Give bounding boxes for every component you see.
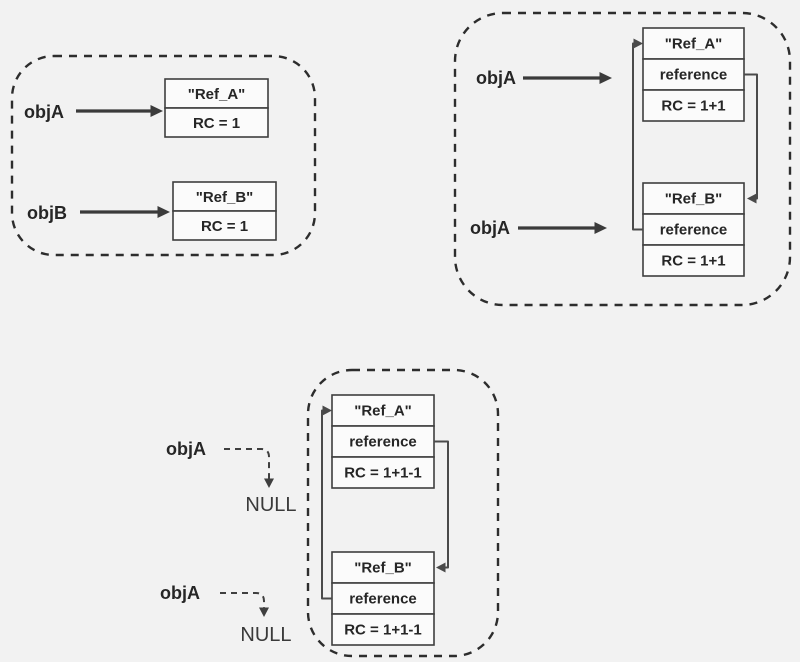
object-label: objA [476,68,516,88]
ref-box-title: "Ref_B" [354,560,412,577]
ref-box-title: "Ref_A" [188,86,246,103]
reference-label: reference [349,591,417,608]
panel-dashed-outline [453,11,792,307]
ref-box: "Ref_B" reference RC = 1+1-1 [331,551,435,646]
rc-cell [172,210,277,241]
null-label: NULL [240,624,291,646]
object-label: objA [470,218,510,238]
panel-circular-references: objA "Ref_A" reference RC = 1+1 objA "Re… [453,11,792,307]
object-label: objB [27,203,67,223]
rc-cell [164,107,269,138]
reference-label: reference [349,434,417,451]
ref-box-title: "Ref_B" [196,189,254,206]
rc-cell [331,613,435,646]
null-pointer-arrow [220,592,269,617]
object-label: objA [166,439,206,459]
ref-box-title: "Ref_B" [665,191,723,208]
ref-box-title-cell [642,182,745,215]
ref-box-title: "Ref_A" [354,403,412,420]
circular-link-a-to-b [434,440,449,573]
panel-null-references: objA NULL "Ref_A" reference RC = 1+1-1 o… [160,368,500,658]
circular-link-b-to-a [321,405,332,600]
rc-value: RC = 1+1 [661,98,725,115]
reference-cell [331,582,435,615]
ref-box-title-cell [172,181,277,212]
rc-value: RC = 1+1-1 [344,622,422,639]
circular-link-b-to-a [632,38,643,231]
rc-cell [642,244,745,277]
rc-value: RC = 1+1 [661,253,725,270]
ref-box-title-cell [331,551,435,584]
ref-box-title-cell [331,394,435,427]
null-label: NULL [245,494,296,516]
ref-box: "Ref_A" reference RC = 1+1 [642,27,745,122]
ref-box: "Ref_B" reference RC = 1+1 [642,182,745,277]
object-label: objA [24,102,64,122]
ref-box-title-cell [164,78,269,109]
null-pointer-arrow [224,448,274,488]
object-label: objA [160,583,200,603]
circular-link-a-to-b [744,73,758,204]
ref-box-title: "Ref_A" [665,36,723,53]
panel-initial-references: objA "Ref_A" RC = 1 objB "Ref_B" RC = 1 [10,54,317,257]
panel-dashed-outline [306,368,500,658]
reference-label: reference [660,222,728,239]
rc-cell [642,89,745,122]
reference-label: reference [660,67,728,84]
reference-cell [331,425,435,458]
ref-box: "Ref_A" RC = 1 [164,78,269,138]
ref-box: "Ref_A" reference RC = 1+1-1 [331,394,435,489]
rc-value: RC = 1 [201,218,248,235]
rc-cell [331,456,435,489]
ref-box: "Ref_B" RC = 1 [172,181,277,241]
rc-value: RC = 1 [193,115,240,132]
rc-value: RC = 1+1-1 [344,465,422,482]
panel-dashed-outline [10,54,317,257]
